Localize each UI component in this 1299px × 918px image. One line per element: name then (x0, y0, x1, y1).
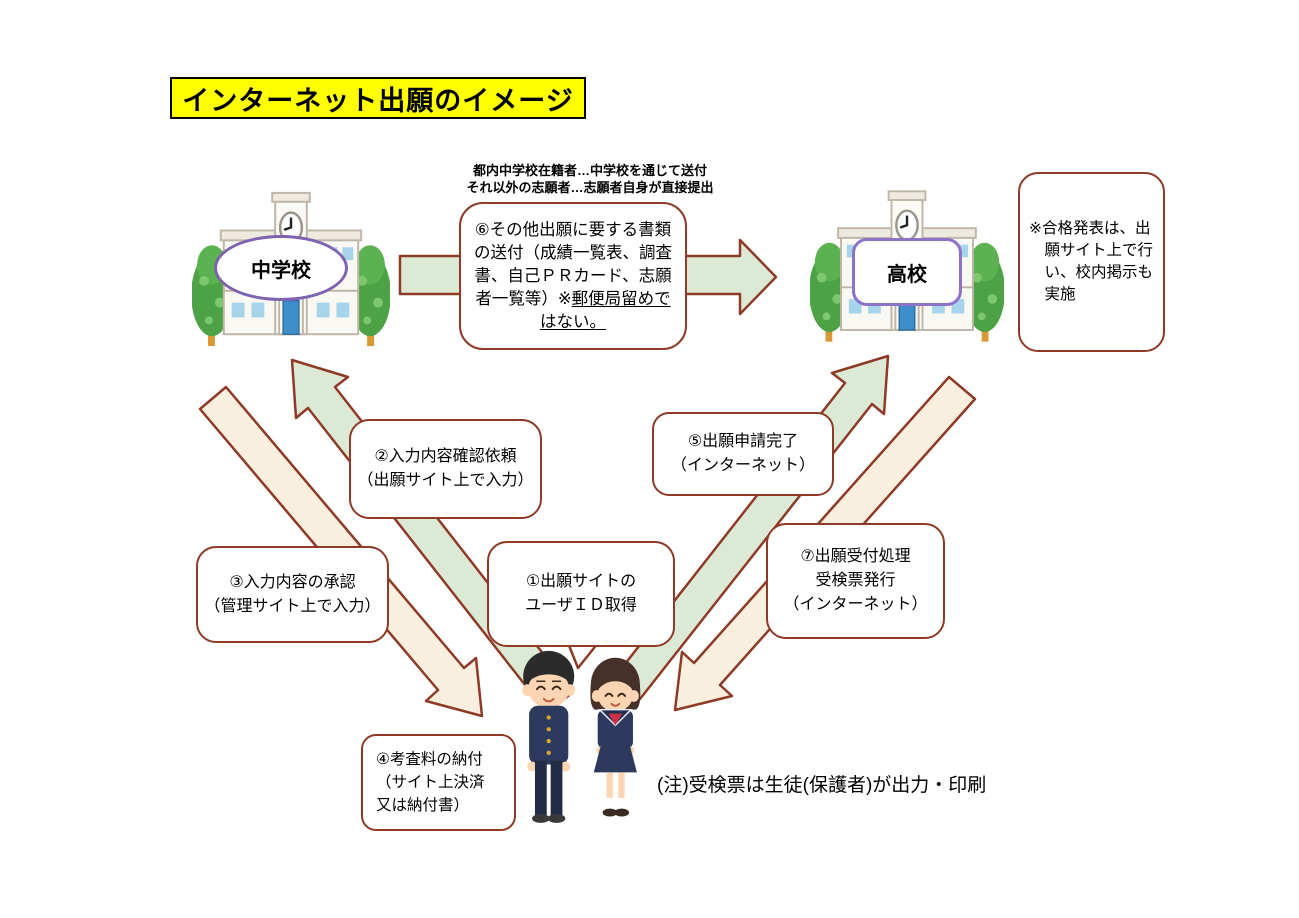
step1-line1: ①出願サイトの (525, 573, 637, 590)
step2-line2: （出願サイト上で入力） (357, 472, 534, 489)
student-girl (590, 657, 641, 817)
step4-line2: （サイト上決済 (376, 774, 485, 791)
step3-line1: ③入力内容の承認 (229, 573, 356, 591)
step6-text: ⑥その他出願に要する書類の送付（成績一覧表、調査書、自己ＰＲカード、志願者一覧等… (474, 220, 672, 331)
submission-route-note: 都内中学校在籍者…中学校を通じて送付 それ以外の志願者…志願者自身が直接提出 (430, 162, 750, 196)
step6-box: ⑥その他出願に要する書類の送付（成績一覧表、調査書、自己ＰＲカード、志願者一覧等… (459, 202, 687, 350)
step6-underlined-text: 郵便局留めではない。 (540, 289, 671, 331)
page-title: インターネット出願のイメージ (170, 77, 586, 119)
step7-line3: （インターネット） (783, 596, 928, 613)
step5-line1: ⑤出願申請完了 (687, 433, 799, 450)
junior-high-label: 中学校 (214, 235, 348, 301)
step4-line3: 又は納付書） (376, 797, 470, 814)
result-announcement-box: ※合格発表は、出願サイト上で行い、校内掲示も実施 (1018, 172, 1165, 352)
step5-box: ⑤出願申請完了 （インターネット） (652, 412, 834, 496)
submission-route-line2: それ以外の志願者…志願者自身が直接提出 (466, 180, 714, 195)
step4-line1: ④考査料の納付 (376, 751, 483, 768)
step3-box: ③入力内容の承認 （管理サイト上で入力） (196, 546, 389, 643)
students-illustration (522, 650, 641, 823)
step7-line1: ⑦出願受付処理 (800, 548, 911, 565)
high-school-label-text: 高校 (887, 263, 927, 286)
step7-box: ⑦出願受付処理 受検票発行 （インターネット） (766, 523, 945, 639)
step5-line2: （インターネット） (670, 457, 815, 474)
step1-line2: ユーザＩＤ取得 (525, 597, 637, 614)
submission-route-line1: 都内中学校在籍者…中学校を通じて送付 (472, 163, 707, 178)
result-announcement-text: ※合格発表は、出願サイト上で行い、校内掲示も実施 (1029, 220, 1154, 303)
step2-line1: ②入力内容確認依頼 (374, 448, 517, 465)
junior-high-label-text: 中学校 (251, 259, 311, 282)
high-school-label: 高校 (852, 238, 962, 306)
student-boy (522, 650, 576, 823)
step4-box: ④考査料の納付 （サイト上決済 又は納付書） (361, 734, 516, 831)
step3-line2: （管理サイト上で入力） (204, 597, 381, 615)
step7-line2: 受検票発行 (815, 572, 896, 589)
step2-box: ②入力内容確認依頼 （出願サイト上で入力） (349, 419, 542, 519)
footer-note: (注)受検票は生徒(保護者)が出力・印刷 (657, 775, 987, 796)
page-title-text: インターネット出願のイメージ (182, 85, 574, 116)
step1-box: ①出願サイトの ユーザＩＤ取得 (487, 541, 675, 647)
